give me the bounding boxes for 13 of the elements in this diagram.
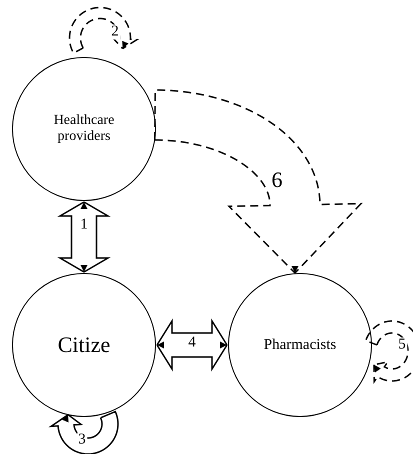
block-arrow	[154, 89, 363, 274]
node-label: Pharmacists	[262, 336, 338, 354]
circle-node	[12, 57, 156, 201]
edge-label: 2	[110, 24, 120, 40]
block-arrow	[57, 201, 111, 273]
node-label: Healthcare providers	[52, 113, 116, 145]
node-label: Citize	[56, 332, 112, 358]
block-arrow	[156, 318, 228, 372]
circle-node	[12, 273, 156, 417]
block-arrow	[68, 6, 140, 54]
block-arrow	[48, 410, 119, 454]
circle-node	[228, 273, 372, 417]
block-arrow	[364, 320, 413, 384]
